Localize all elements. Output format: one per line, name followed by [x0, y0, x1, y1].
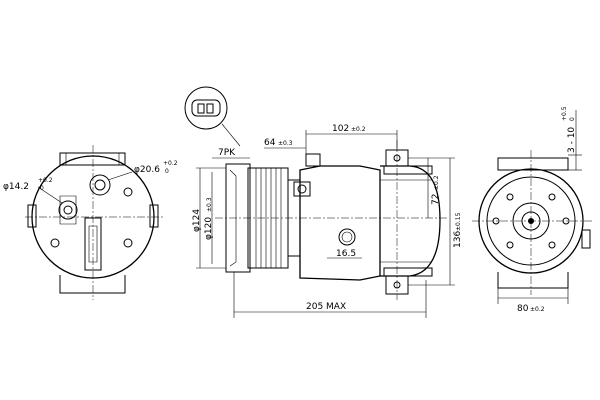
connector-pin-1: [197, 103, 205, 114]
side-port-outer: [338, 228, 356, 246]
left-view: φ14.2 +0.2 0 φ20.6 +0.2 0: [3, 145, 178, 300]
right-lug: [581, 229, 591, 249]
inlet-leader: [37, 186, 63, 204]
dim-64-label: 64: [264, 138, 276, 148]
dim-80-tol: ±0.2: [530, 306, 545, 313]
left-bottom-fitting-inner: [88, 225, 98, 263]
clutch-connector: [293, 181, 311, 197]
dim-136-tol: ±0.15: [455, 212, 462, 231]
dim-102-tol: ±0.2: [351, 126, 366, 133]
front-top-mount: [305, 153, 321, 167]
left-bolt-2: [123, 238, 133, 248]
inlet-port-flange: [59, 195, 77, 225]
clutch-connector-pin: [297, 184, 307, 194]
compressor-body-rear: [380, 165, 441, 277]
dim-124-label: φ124: [192, 209, 202, 232]
pulley-hub-detail: [229, 169, 237, 267]
left-lug-left: [27, 204, 37, 228]
inlet-port-outer: [58, 200, 78, 220]
left-bolt-3: [123, 187, 133, 197]
dim-120-tol: ±0.3: [206, 197, 213, 212]
dim-64-tol: ±0.3: [278, 140, 293, 147]
side-port-inner: [341, 231, 353, 243]
compressor-body-front: [299, 165, 381, 281]
outlet-tol-lower: 0: [165, 168, 169, 175]
inlet-tol-upper: +0.2: [38, 177, 53, 184]
dim-7pk-label: 7PK: [218, 148, 236, 158]
outlet-port-outer: [89, 174, 111, 196]
side-view: 102 ±0.2 64 ±0.3 7PK φ124 φ120 ±0.3 72 ±…: [184, 86, 463, 318]
outlet-leader: [107, 171, 133, 181]
dim-80-label: 80: [517, 304, 529, 314]
dim-72-label: 72: [431, 194, 441, 205]
right-bottom-bracket: [497, 272, 569, 289]
connector-plug: [191, 99, 221, 117]
right-bolt-2: [548, 193, 556, 201]
dim-102-label: 102: [332, 124, 349, 134]
dim-72-tol: ±0.2: [433, 175, 440, 190]
inlet-diameter-label: φ14.2: [3, 182, 29, 192]
left-top-bracket: [59, 152, 126, 166]
rear-top-ear: [383, 165, 433, 175]
dim-3-10-label: 3 - 10: [567, 127, 577, 153]
right-bolt-3: [506, 241, 514, 249]
outlet-tol-upper: +0.2: [163, 160, 178, 167]
outlet-diameter-label: φ20.6: [134, 165, 160, 175]
right-bolt-1: [506, 193, 514, 201]
dim-16-5-label: 16.5: [336, 249, 356, 259]
left-bottom-fitting: [84, 217, 102, 271]
dim-136-label: 136: [453, 231, 463, 248]
left-bolt-1: [50, 238, 60, 248]
connector-pin-2: [206, 103, 214, 114]
dim-3-10-tol-lower: 0: [569, 117, 576, 121]
dim-120-label: φ120: [204, 217, 214, 240]
dim-3-10-tol-upper: +0.5: [561, 106, 568, 121]
dim-205-label: 205 MAX: [306, 302, 346, 312]
left-lug-right: [149, 204, 159, 228]
right-top-bracket: [497, 157, 569, 171]
left-bottom-bracket: [59, 275, 126, 294]
connector-leader: [221, 123, 241, 147]
inlet-port-inner: [63, 205, 73, 215]
right-bolt-4: [548, 241, 556, 249]
inlet-tol-lower: 0: [40, 185, 44, 192]
connector-callout-circle: [184, 86, 228, 130]
outlet-port-inner: [94, 179, 106, 191]
right-view: 3 - 10 +0.5 0 80 ±0.2: [472, 106, 592, 314]
left-top-bracket-lines: [65, 153, 120, 165]
